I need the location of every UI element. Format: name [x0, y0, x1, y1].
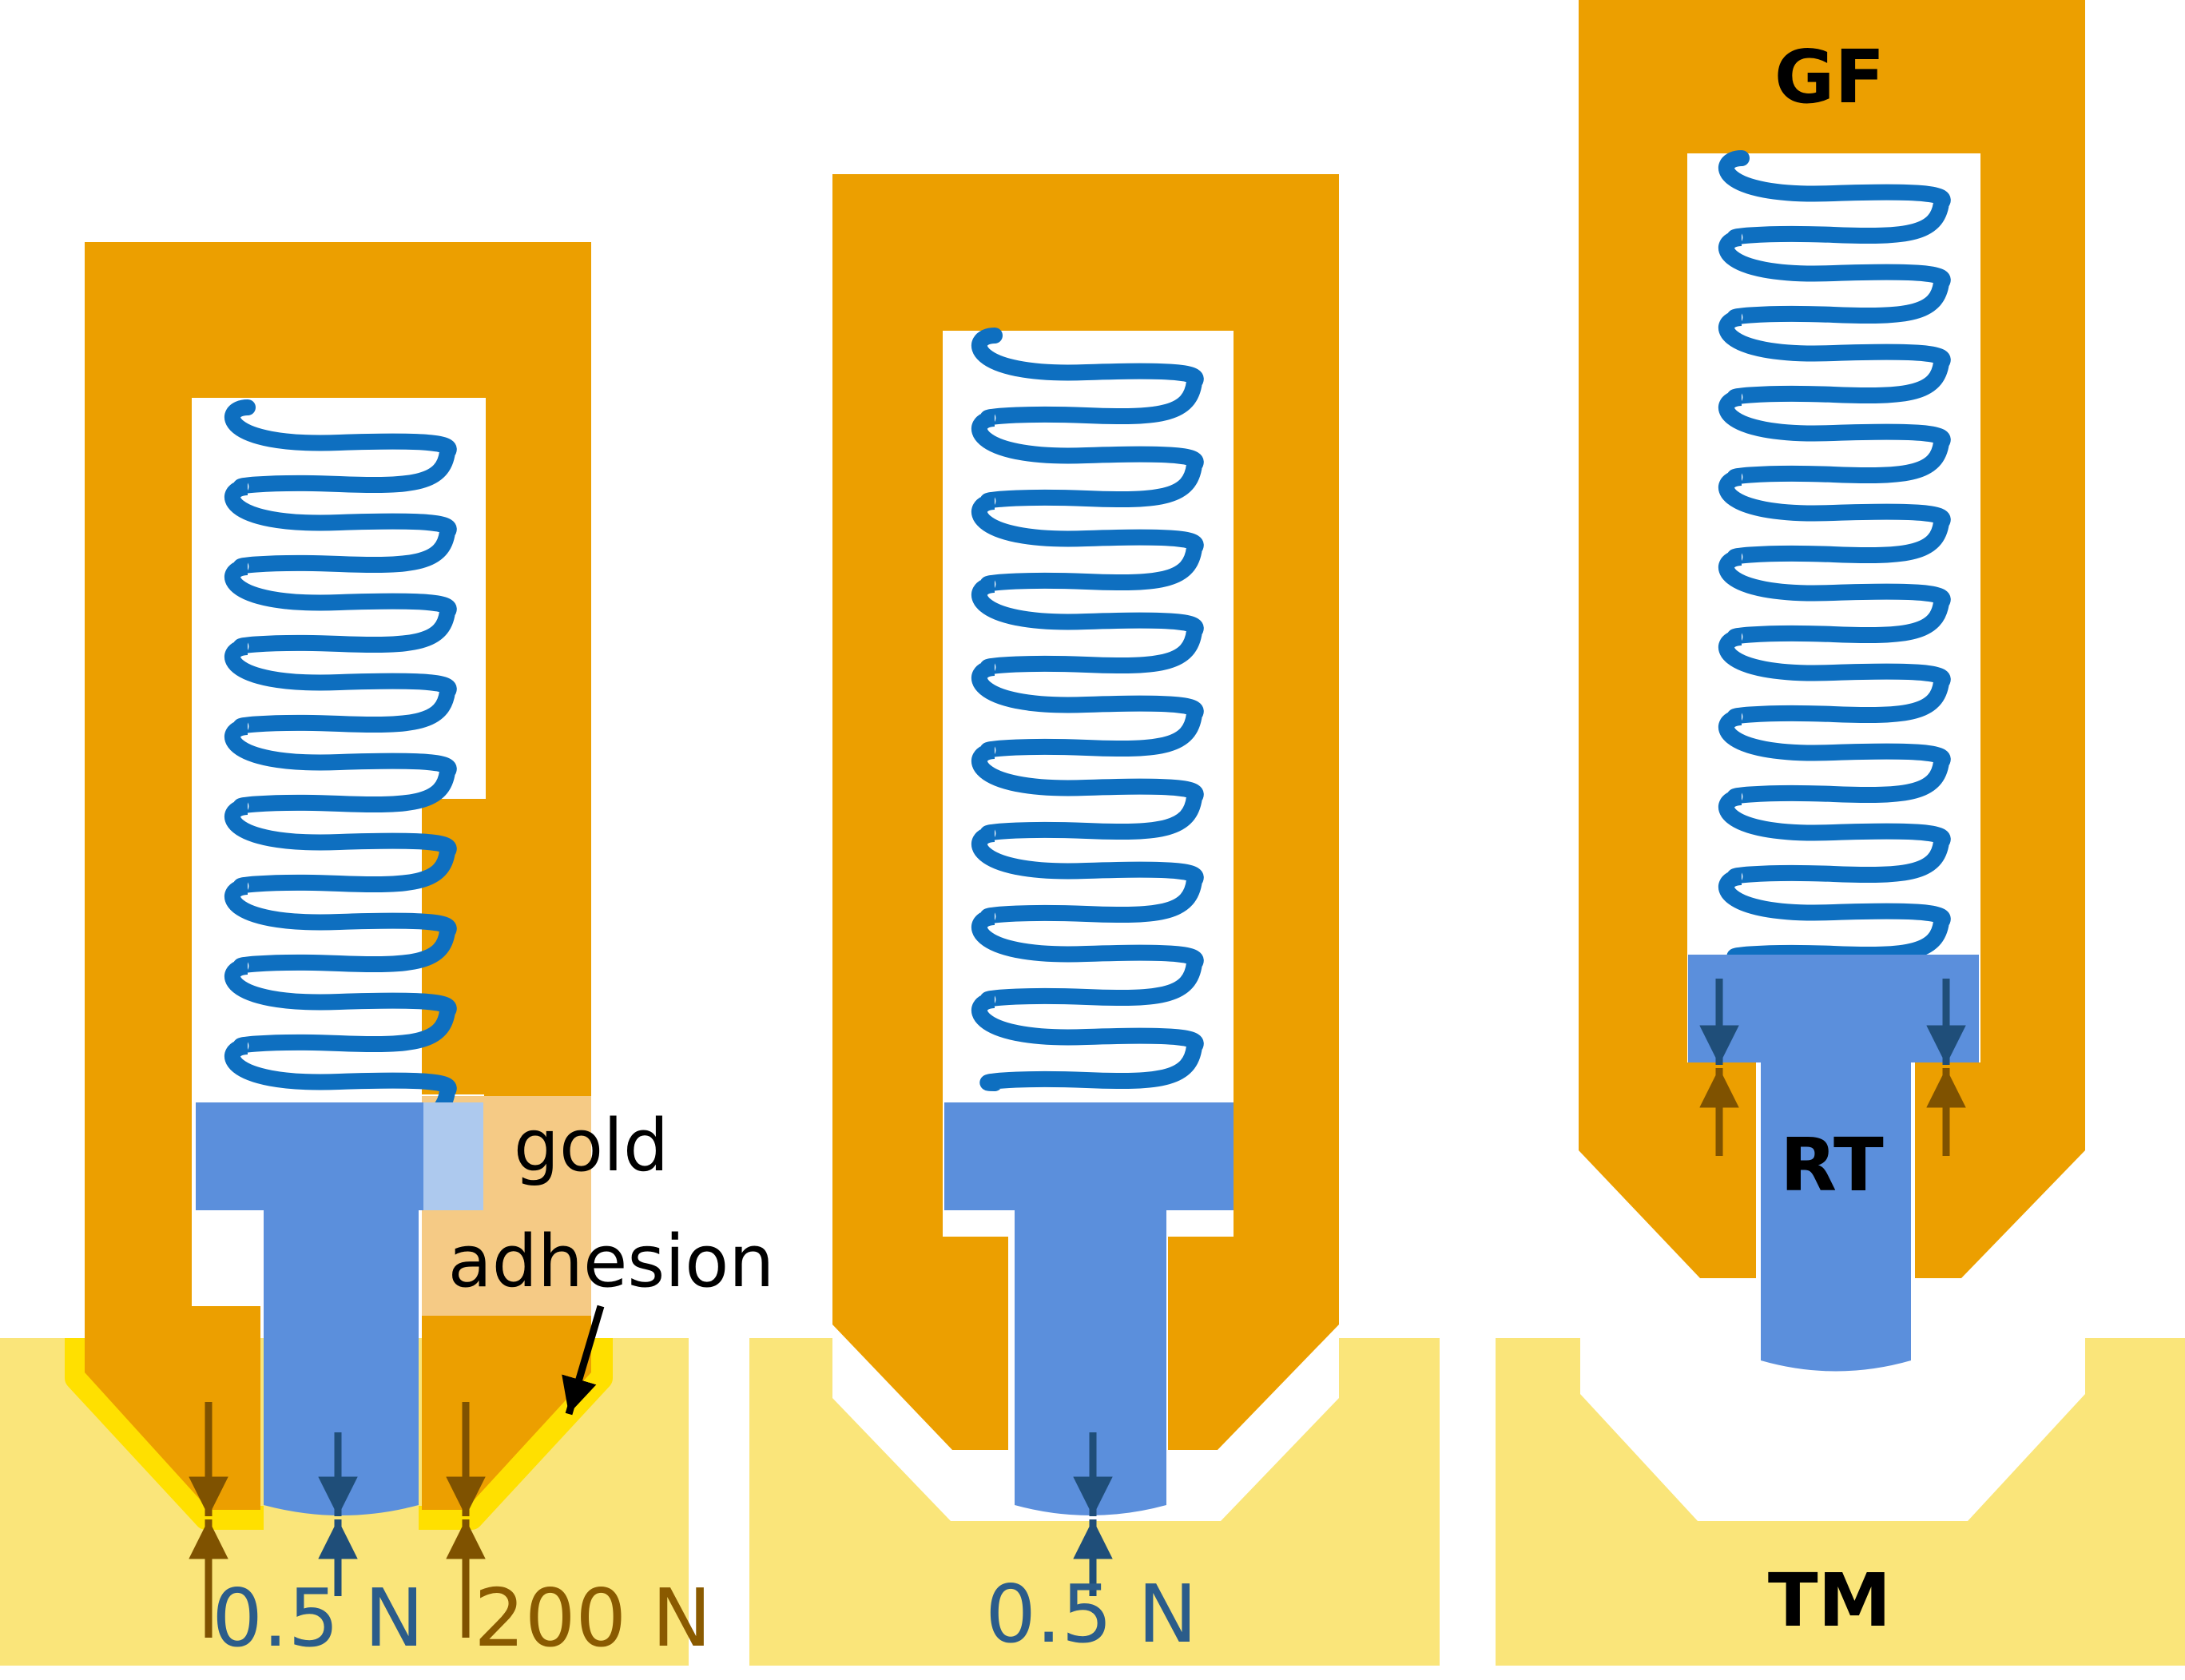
- tm-block-right: [1496, 1338, 2185, 1666]
- rt-tip-left: [264, 1206, 419, 1515]
- label-gf: GF: [1774, 34, 1885, 120]
- label-force-left-blue: 0.5 N: [212, 1571, 424, 1665]
- rt-plunger-right: [1688, 955, 1979, 1062]
- rt-plunger-middle: [944, 1102, 1234, 1210]
- label-adhesion: adhesion: [448, 1220, 775, 1304]
- label-force-middle: 0.5 N: [985, 1567, 1198, 1661]
- label-tm: TM: [1768, 1558, 1891, 1643]
- label-rt: RT: [1780, 1122, 1884, 1208]
- gold-adhesion-highlight: [65, 1338, 613, 1530]
- rt-plunger-left: [196, 1102, 423, 1210]
- adhesion-zone-blue: [423, 1102, 483, 1210]
- gf-barrel-left: [85, 242, 591, 1510]
- tm-block-middle: [749, 1338, 1440, 1666]
- rt-tip-middle: [1015, 1206, 1166, 1515]
- label-force-left-brown: 200 N: [474, 1571, 711, 1665]
- rt-tip-right: [1761, 1058, 1911, 1372]
- spring-middle: [971, 328, 1204, 1091]
- panel-right: [1496, 0, 2185, 1666]
- spring-left: [224, 399, 457, 1134]
- panel-left: [0, 242, 689, 1666]
- gold-adhesion-pointer: [562, 1305, 605, 1416]
- spring-right: [1718, 150, 1951, 965]
- force-arrows: [189, 979, 1966, 1638]
- label-gold: gold: [514, 1104, 669, 1188]
- gf-barrel-right: [1579, 0, 2085, 1278]
- panel-middle: [749, 174, 1440, 1666]
